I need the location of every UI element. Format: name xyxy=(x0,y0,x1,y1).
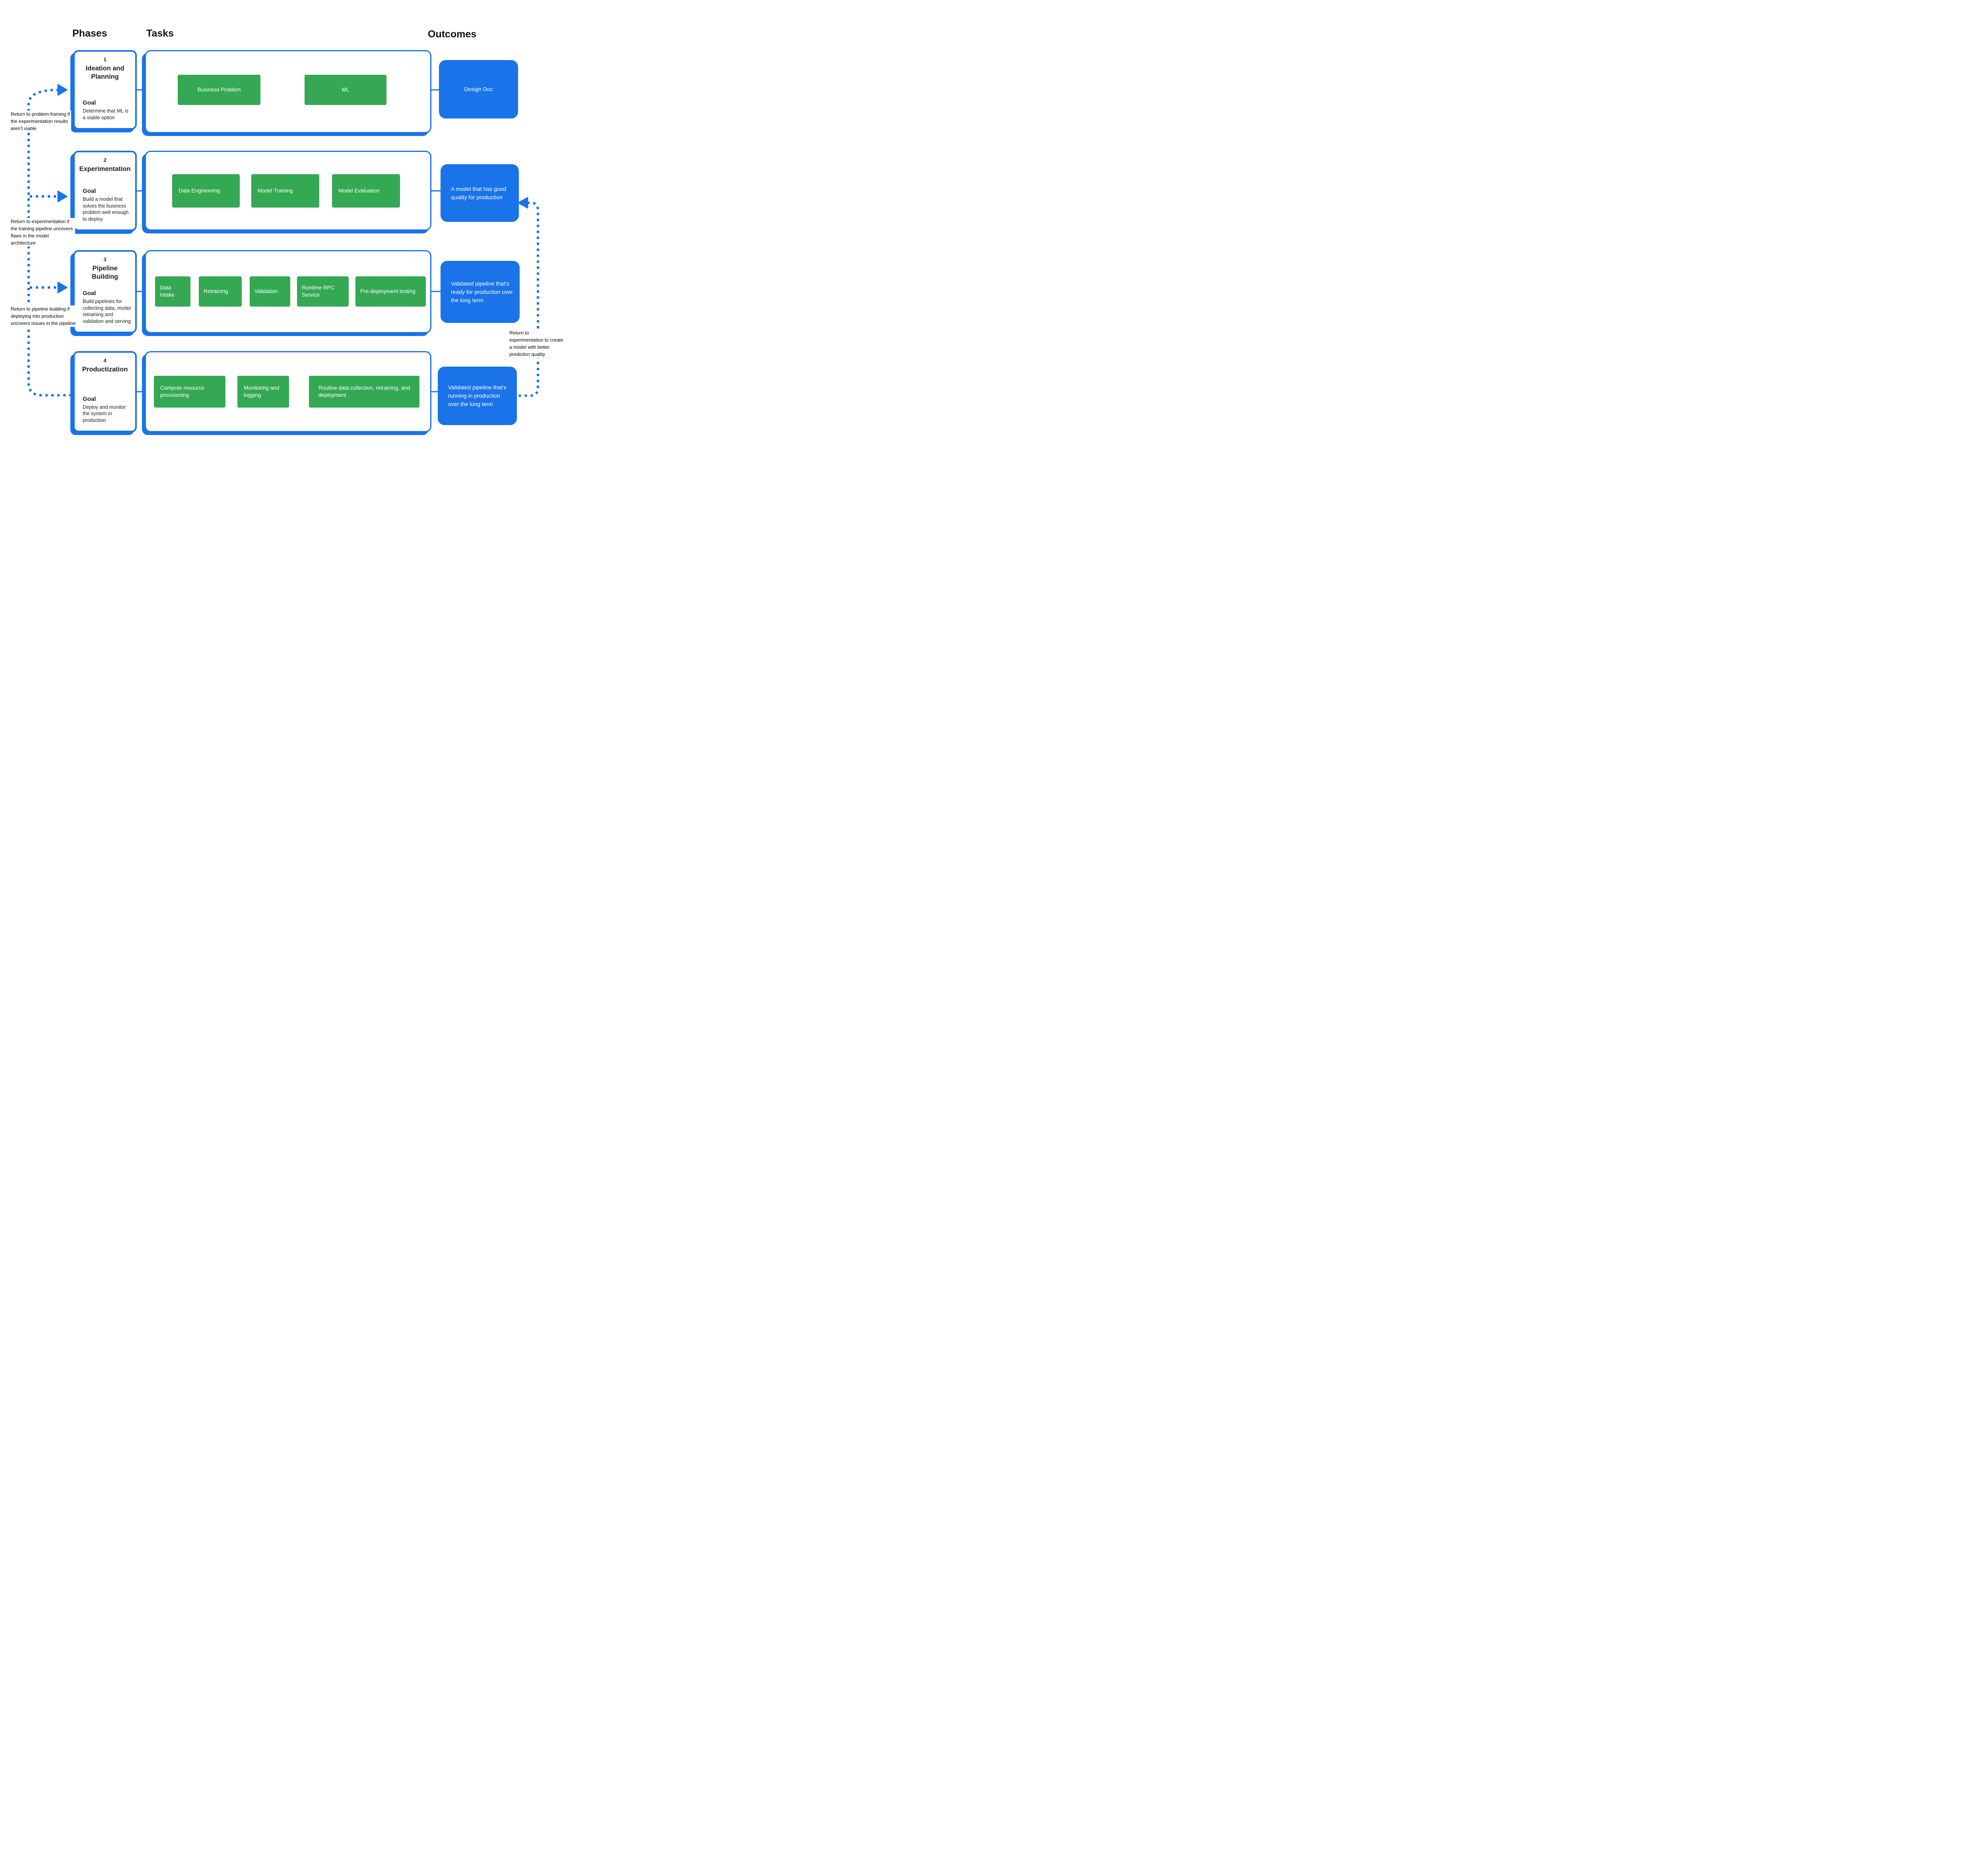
annotation-return-to-experimentation-better-quality: Return to experimentation to create a mo… xyxy=(509,329,564,358)
goal-label: Goal xyxy=(83,290,96,297)
phase-goal: Goal Build a model that solves the busin… xyxy=(79,188,131,222)
task-predeployment-testing: Pre-deployment testing xyxy=(355,276,426,307)
goal-text: Determine that ML is a viable option xyxy=(83,108,128,120)
task-retraining: Retraining xyxy=(199,276,242,307)
outcome-quality-model: A model that has good quality for produc… xyxy=(441,164,519,222)
column-header-outcomes: Outcomes xyxy=(428,29,477,40)
task-business-problem: Business Problem xyxy=(178,75,260,105)
dotted-spine xyxy=(518,202,539,397)
phase-number: 4 xyxy=(103,357,107,363)
goal-text: Build pipelines for collecting data, mod… xyxy=(83,299,131,324)
column-header-phases: Phases xyxy=(72,28,107,39)
task-monitoring-and-logging: Monitoring and logging xyxy=(237,376,289,408)
task-routine-data-collection: Routine data collection, retraining, and… xyxy=(309,376,419,408)
phase-number: 1 xyxy=(103,56,107,62)
goal-text: Build a model that solves the business p… xyxy=(83,196,129,222)
arrowhead-into-phase1-icon xyxy=(57,84,68,96)
phase-title: Ideation and Planning xyxy=(85,65,124,80)
arrowhead-into-outcome2-icon xyxy=(518,197,528,209)
phase-title: Pipeline Building xyxy=(92,265,118,280)
task-model-evaluation: Model Evaluation xyxy=(332,174,400,208)
phase-number: 3 xyxy=(103,256,107,262)
right-return-dotted-path xyxy=(518,202,539,397)
phase-title: Productization xyxy=(82,366,128,373)
goal-label: Goal xyxy=(83,395,96,402)
task-ml: ML xyxy=(305,75,386,105)
task-compute-resource-provisioning: Compute resource provisioning xyxy=(154,376,225,408)
task-runtime-rpc-service: Runtime RPC Service xyxy=(297,276,349,307)
task-validation: Validation xyxy=(250,276,290,307)
outcome-design-doc: Design Doc xyxy=(439,60,518,118)
goal-label: Goal xyxy=(83,99,96,106)
phase-goal: Goal Determine that ML is a viable optio… xyxy=(79,99,131,121)
annotation-return-to-pipeline-building: Return to pipeline building if deploying… xyxy=(11,305,77,327)
goal-text: Deploy and monitor the system in product… xyxy=(83,404,126,423)
blue-connectors xyxy=(134,89,443,392)
goal-label: Goal xyxy=(83,188,96,194)
phase-title: Experimentation xyxy=(79,165,131,173)
phase-goal: Goal Deploy and monitor the system in pr… xyxy=(79,396,131,424)
phase-box-2-experimentation: 2 Experimentation Goal Build a model tha… xyxy=(73,151,137,231)
outcome-validated-pipeline-running: Validated pipeline that’s running in pro… xyxy=(438,367,517,425)
outcome-validated-pipeline-ready: Validated pipeline that’s ready for prod… xyxy=(441,261,520,323)
green-connectors xyxy=(190,89,355,392)
annotation-return-to-experimentation: Return to experimentation if the trainin… xyxy=(11,218,75,247)
task-data-engineering: Data Engineering xyxy=(172,174,240,208)
left-return-dotted-path xyxy=(27,89,71,396)
annotation-return-to-problem-framing: Return to problem framing if the experim… xyxy=(11,111,71,132)
phase-box-1-ideation: 1 Ideation and Planning Goal Determine t… xyxy=(73,50,137,130)
dotted-spine xyxy=(27,89,71,396)
mlops-phases-diagram: Phases Tasks Outcomes xyxy=(0,0,564,465)
phase-box-4-productization: 4 Productization Goal Deploy and monitor… xyxy=(73,351,137,432)
task-data-intake: Data Intake xyxy=(155,276,190,307)
phase-goal: Goal Build pipelines for collecting data… xyxy=(79,290,131,324)
phase-box-3-pipeline-building: 3 Pipeline Building Goal Build pipelines… xyxy=(73,250,137,333)
phase-number: 2 xyxy=(103,157,107,163)
task-model-training: Model Training xyxy=(251,174,319,208)
arrowhead-into-phase3-icon xyxy=(57,282,68,293)
column-header-tasks: Tasks xyxy=(146,28,174,39)
arrowhead-into-phase2-icon xyxy=(57,190,68,202)
